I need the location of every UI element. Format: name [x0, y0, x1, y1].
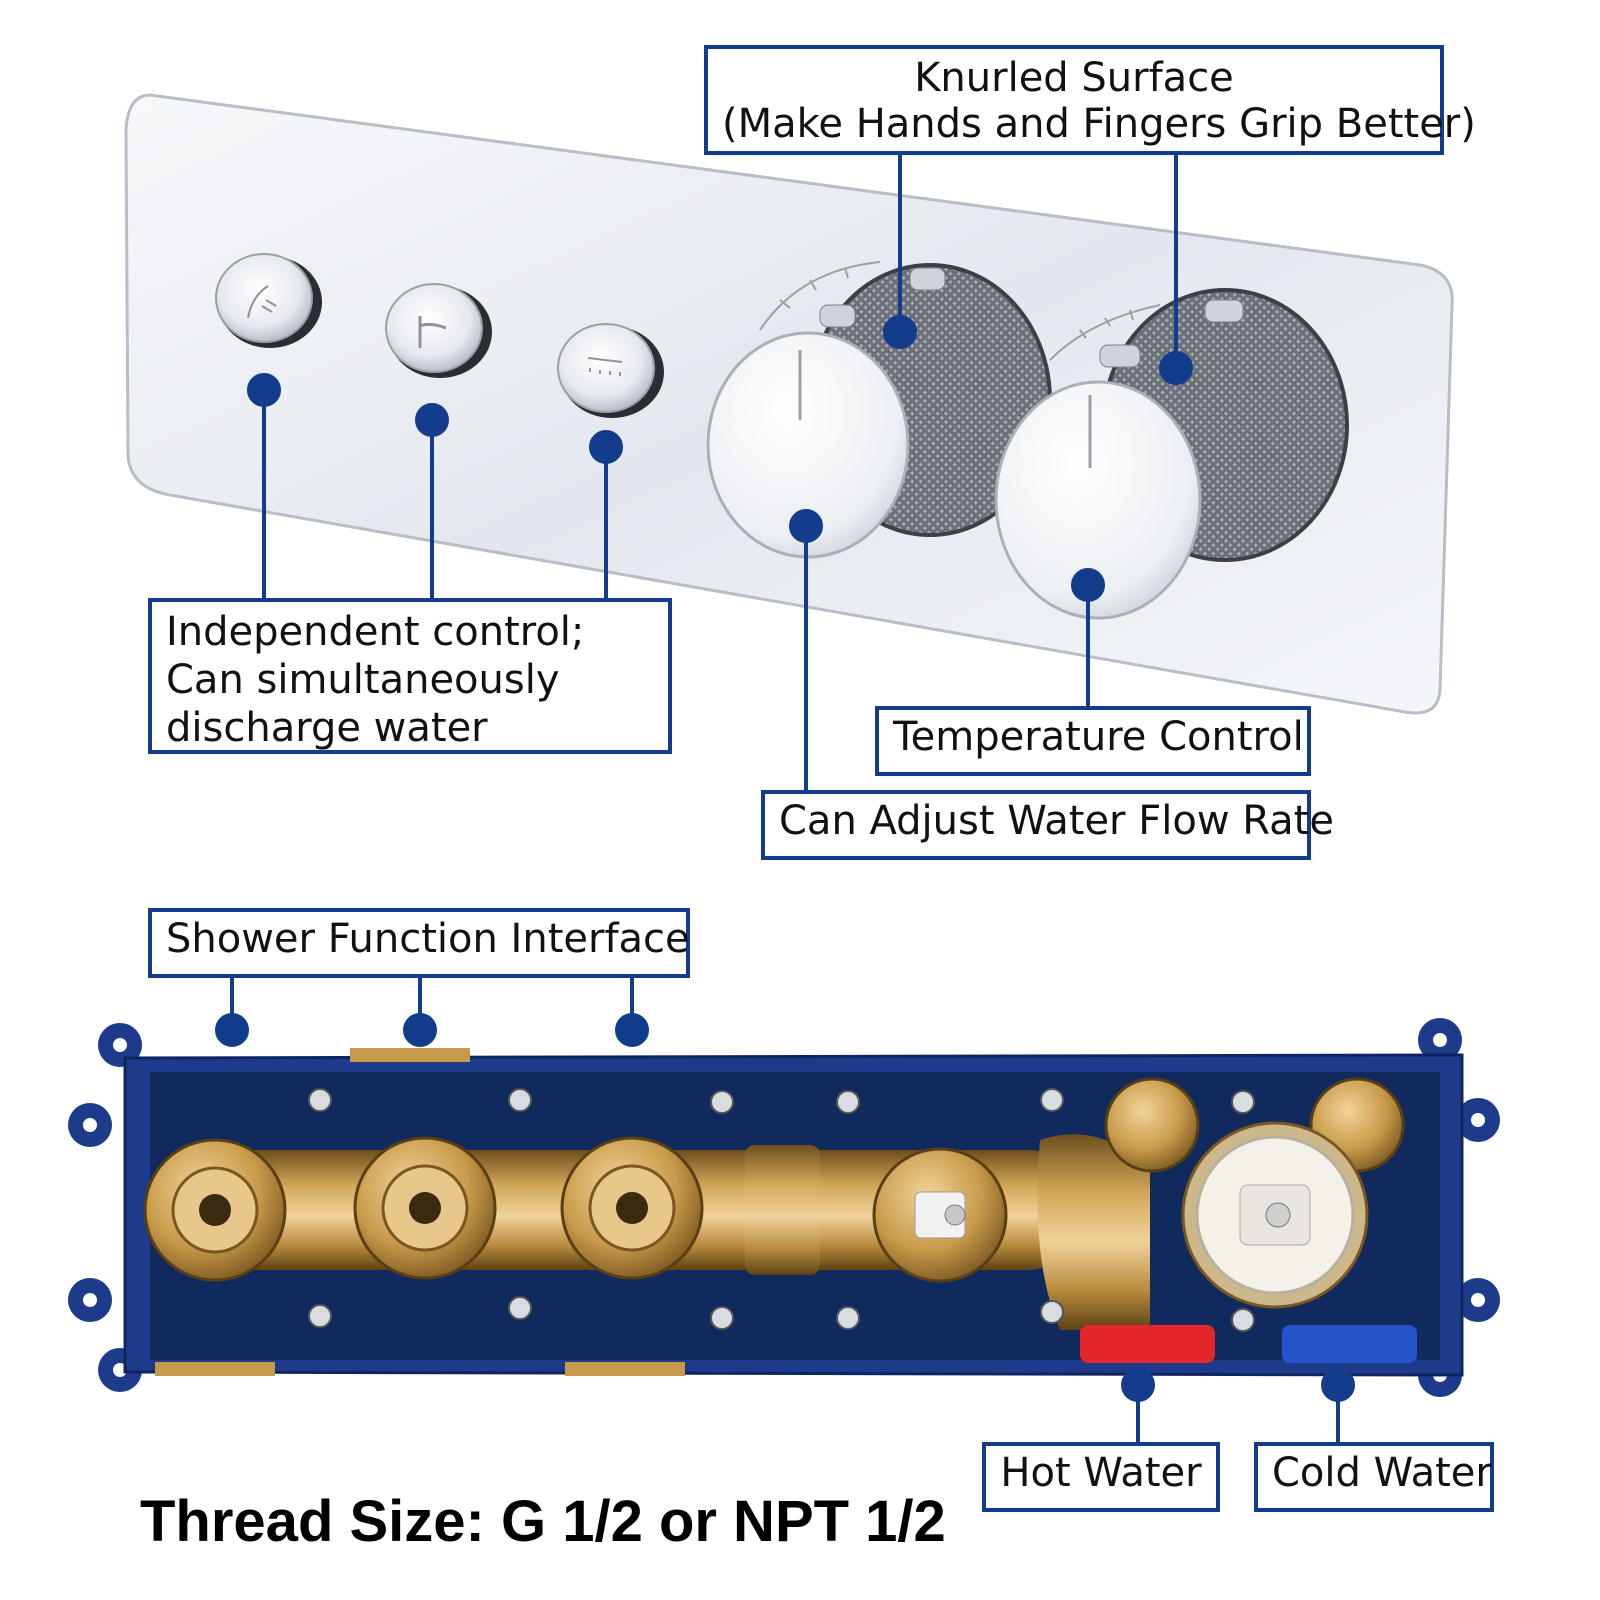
outlet-valve-1 [143, 1138, 287, 1282]
thermostatic-cartridge [1181, 1121, 1369, 1309]
thread-size-heading: Thread Size: G 1/2 or NPT 1/2 [140, 1489, 946, 1554]
tub-spout-icon [418, 316, 447, 348]
temperature-control-label: Temperature Control [875, 706, 1311, 776]
outlet-valve-2 [353, 1136, 497, 1280]
independent-control-label: Independent control; Can simultaneously … [148, 598, 672, 754]
flow-rate-knob[interactable] [706, 263, 1052, 559]
outlet-valve-3 [560, 1136, 704, 1280]
valve-box [68, 1018, 1500, 1397]
tub-spout-button[interactable] [385, 283, 492, 378]
rain-shower-icon [587, 357, 623, 376]
flow-rate-label: Can Adjust Water Flow Rate [761, 790, 1334, 860]
temperature-dial-scale [1049, 304, 1161, 361]
box-screws [308, 1088, 1255, 1332]
hand-shower-button[interactable] [215, 253, 322, 348]
hot-inlet-ring [1080, 1325, 1215, 1363]
cold-inlet-ring [1282, 1325, 1417, 1363]
rain-shower-button[interactable] [557, 323, 664, 418]
flow-dial-scale [759, 261, 881, 331]
hot-water-label: Hot Water [982, 1442, 1220, 1512]
flow-cartridge [872, 1147, 1008, 1283]
mixing-inlets [1104, 1077, 1405, 1173]
brass-coupling [745, 1145, 820, 1275]
hand-shower-icon [247, 285, 277, 319]
bottom-callout-lines [215, 976, 1355, 1444]
cold-water-label: Cold Water [1254, 1442, 1494, 1512]
top-callout-lines [247, 153, 1193, 793]
knurled-surface-label: Knurled Surface (Make Hands and Fingers … [704, 45, 1476, 155]
shower-function-interface-label: Shower Function Interface [148, 908, 690, 978]
knurled-label-line1: Knurled Surface [914, 55, 1234, 101]
knurled-label-line2: (Make Hands and Fingers Grip Better) [722, 101, 1476, 147]
